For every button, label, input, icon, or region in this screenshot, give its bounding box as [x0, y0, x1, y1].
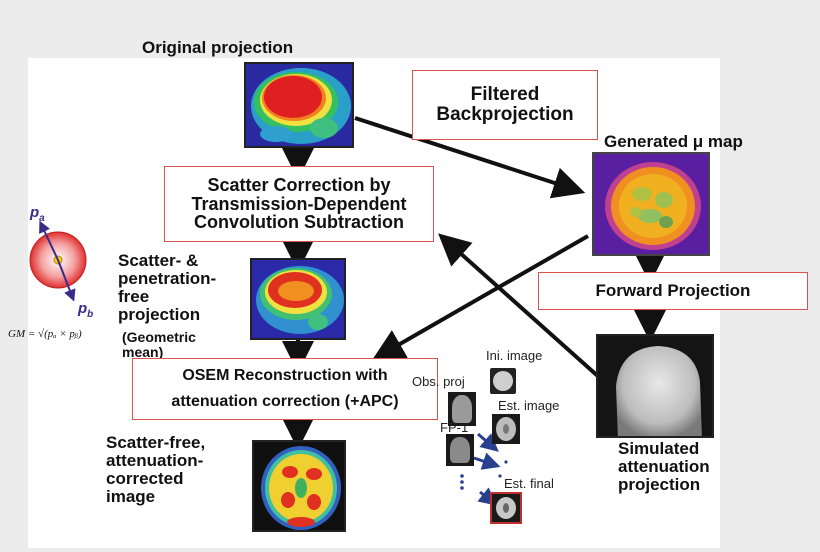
forward-projection-box: Forward Projection — [538, 272, 808, 310]
arrow-sim-to-scatter — [438, 233, 602, 380]
filtered-backprojection-box: Filtered Backprojection — [412, 70, 598, 140]
mu-map-image — [592, 152, 710, 256]
inset-arrow-1 — [477, 432, 499, 452]
scatter-free-image-label: Scatter-free, attenuation- corrected ima… — [106, 433, 206, 506]
generated-mu-map-label: Generated μ map — [604, 132, 743, 151]
inset-obs-proj-image — [448, 392, 476, 426]
scatter-free-projection-label: Scatter- & penetration- free projection — [118, 251, 217, 324]
geometric-mean-label: (Geometric mean) — [122, 329, 196, 360]
inset-ini-image — [490, 368, 516, 394]
scatter-free-image — [252, 440, 346, 532]
inset-fp1-image — [446, 434, 474, 466]
inset-est-final-image — [490, 492, 522, 524]
inset-dot — [460, 486, 464, 490]
scatter-free-projection-image — [250, 258, 346, 340]
inset-arrow-3 — [477, 487, 498, 506]
original-projection-label: Original projection — [142, 38, 294, 57]
inset-dot — [460, 474, 464, 478]
geometric-mean-formula: GM = √(pₐ × pᵦ) — [8, 328, 82, 340]
inset-ini-image-label: Ini. image — [486, 348, 543, 363]
inset-dot — [504, 460, 508, 464]
pb-label: pb — [78, 300, 94, 320]
inset-dot — [460, 480, 464, 484]
inset-est-image-label: Est. image — [498, 398, 560, 413]
inset-dot — [498, 474, 502, 478]
pa-label: pa — [30, 204, 45, 224]
arrow-mumap-to-osem — [372, 234, 589, 360]
inset-obs-proj-label: Obs. proj — [412, 374, 465, 389]
inset-arrow-2 — [473, 452, 501, 470]
detector-geometry-diagram — [24, 204, 98, 310]
inset-est-image — [492, 414, 520, 444]
simulated-projection-label: Simulated attenuation projection — [618, 439, 710, 494]
scatter-correction-box: Scatter Correction by Transmission-Depen… — [164, 166, 434, 242]
original-projection-image — [244, 62, 354, 148]
arrow-orig-to-mumap — [354, 116, 586, 199]
inset-est-final-label: Est. final — [504, 476, 554, 491]
simulated-projection-image — [596, 334, 714, 438]
osem-reconstruction-box: OSEM Reconstruction with attenuation cor… — [132, 358, 438, 420]
inset-fp1-label: FP-1 — [440, 420, 469, 435]
